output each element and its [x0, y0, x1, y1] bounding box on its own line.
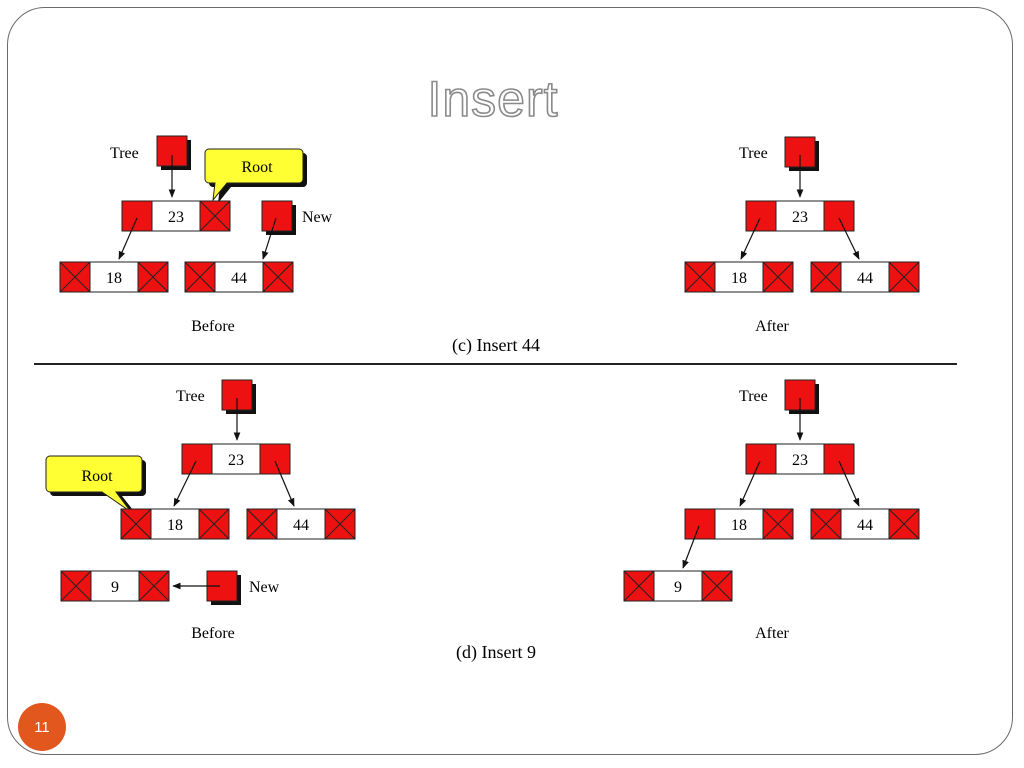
- node-key: 44: [231, 270, 247, 287]
- node-key: 44: [293, 517, 309, 534]
- node-23: 23: [745, 443, 855, 475]
- d-after: Tree 23 18 44: [623, 379, 920, 642]
- tree-label: Tree: [176, 388, 205, 405]
- slide-frame: [7, 7, 1013, 755]
- c-after: Tree 23 18 44 After: [684, 136, 920, 335]
- tree-label: Tree: [739, 145, 768, 162]
- caption-d: (d) Insert 9: [456, 642, 536, 663]
- node-key: 9: [111, 579, 119, 596]
- after-label: After: [755, 318, 789, 335]
- new-label: New: [249, 579, 280, 596]
- node-key: 23: [792, 452, 808, 469]
- tree-label: Tree: [739, 388, 768, 405]
- node-key: 9: [674, 579, 682, 596]
- node-44: 44: [184, 261, 294, 293]
- before-label: Before: [191, 318, 235, 335]
- caption-c: (c) Insert 44: [452, 335, 540, 356]
- node-key: 44: [857, 517, 873, 534]
- node-key: 44: [857, 270, 873, 287]
- root-label: Root: [81, 468, 113, 485]
- tree-label: Tree: [110, 145, 139, 162]
- root-label: Root: [241, 159, 273, 176]
- node-44: 44: [246, 508, 356, 540]
- new-pointer: [261, 200, 293, 232]
- slide-title: Insert: [427, 70, 559, 128]
- node-key: 23: [228, 452, 244, 469]
- c-before: Tree Root 23 New: [59, 135, 333, 335]
- page-number-badge: 11: [18, 703, 66, 751]
- node-key: 18: [731, 270, 747, 287]
- node-44: 44: [810, 508, 920, 540]
- node-23: 23: [745, 200, 855, 232]
- root-callout: Root: [45, 455, 146, 514]
- node-key: 18: [106, 270, 122, 287]
- d-before: Tree 23 Root 18: [45, 379, 356, 642]
- node-18: 18: [120, 508, 230, 540]
- node-key: 23: [168, 209, 184, 226]
- node-key: 18: [167, 517, 183, 534]
- after-label: After: [755, 625, 789, 642]
- node-44: 44: [810, 261, 920, 293]
- node-18: 18: [59, 261, 169, 293]
- before-label: Before: [191, 625, 235, 642]
- node-9: 9: [60, 570, 170, 602]
- node-23: 23: [121, 200, 231, 232]
- new-label: New: [302, 209, 333, 226]
- tree-pointer: [221, 379, 253, 411]
- node-18: 18: [684, 508, 794, 540]
- root-callout: Root: [204, 148, 307, 203]
- node-9: 9: [623, 570, 733, 602]
- node-key: 18: [731, 517, 747, 534]
- node-key: 23: [792, 209, 808, 226]
- node-18: 18: [684, 261, 794, 293]
- node-23: 23: [181, 443, 291, 475]
